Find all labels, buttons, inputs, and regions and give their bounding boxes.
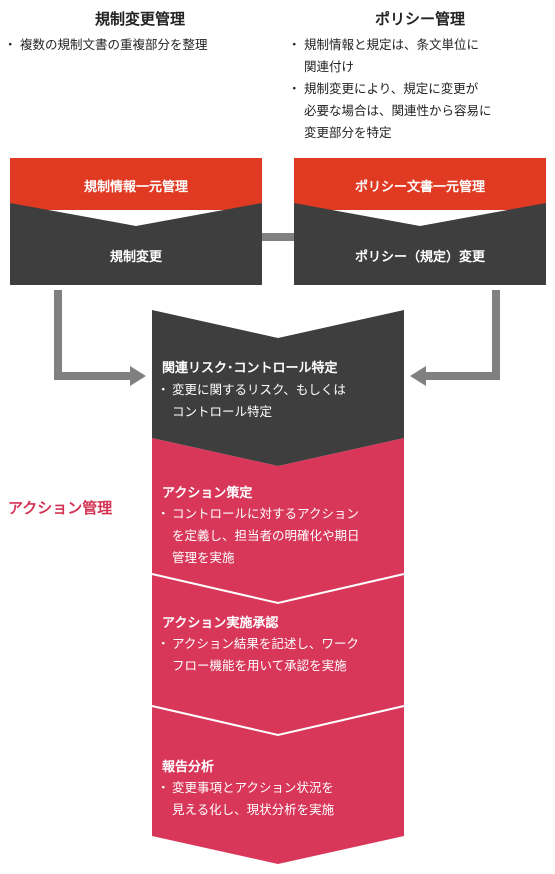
bullet-line: アクション結果を記述し、ワーク: [172, 636, 359, 651]
bullet-line: 規制情報と規定は、条文単位に: [304, 37, 480, 52]
right-bottom-box: [294, 203, 546, 285]
step-2-title: アクション策定: [162, 486, 253, 501]
bullet-line: 変更事項とアクション状況を: [172, 780, 334, 795]
left-top-box-label: 規制情報一元管理: [83, 180, 188, 195]
right-panel-bullet-2: 規制変更により、規定に変更が 必要な場合は、関連性から容易に 変更部分を特定: [288, 78, 552, 144]
left-panel-title: 規制変更管理: [94, 10, 185, 28]
right-bottom-box-label: ポリシー（規定）変更: [354, 250, 485, 265]
step-1-bullets: 変更に関するリスク、もしくは コントロール特定: [157, 379, 400, 423]
right-connector-arrowhead: [410, 366, 426, 386]
right-top-box: [294, 158, 546, 210]
left-panel-bullets: 複数の規制文書の重複部分を整理: [4, 34, 266, 56]
right-panel-title: ポリシー管理: [374, 10, 465, 28]
step-2-bullet: コントロールに対するアクション を定義し、担当者の明確化や期日 管理を実施: [157, 503, 400, 569]
step-3-title: アクション実施承認: [162, 616, 279, 631]
bullet-line: フロー機能を用いて承認を実施: [172, 658, 347, 673]
left-top-box: [10, 158, 262, 210]
action-management-label: アクション管理: [8, 499, 113, 517]
right-panel-bullets: 規制情報と規定は、条文単位に 関連付け 規制変更により、規定に変更が 必要な場合…: [288, 34, 552, 144]
step-4-title: 報告分析: [162, 760, 215, 775]
step-separator-3-4: [151, 705, 405, 737]
left-connector-arrowhead: [130, 366, 146, 386]
step-separator-2-3: [151, 573, 405, 605]
right-connector-line: [424, 290, 500, 380]
step-3-bullets: アクション結果を記述し、ワーク フロー機能を用いて承認を実施: [157, 633, 400, 677]
bullet-line: 見える化し、現状分析を実施: [172, 802, 335, 817]
bullet-line: 関連付け: [304, 59, 355, 74]
step-1-title: 関連リスク･コントロール特定: [162, 361, 338, 376]
bullet-line: 変更に関するリスク、もしくは: [172, 382, 346, 397]
left-bottom-box: [10, 203, 262, 285]
left-bottom-box-label: 規制変更: [109, 250, 162, 265]
bullet-line: を定義し、担当者の明確化や期日: [172, 528, 360, 543]
bullet-line: コントロールに対するアクション: [172, 506, 359, 521]
left-connector-line: [54, 290, 132, 380]
step-2-bullets: コントロールに対するアクション を定義し、担当者の明確化や期日 管理を実施: [157, 503, 400, 569]
bullet-line: 必要な場合は、関連性から容易に: [304, 103, 492, 118]
step-1-bullet: 変更に関するリスク、もしくは コントロール特定: [157, 379, 400, 423]
bullet-line: コントロール特定: [172, 404, 273, 419]
bullet-line: 管理を実施: [172, 550, 235, 565]
bullet-line: 規制変更により、規定に変更が: [304, 81, 479, 96]
right-top-box-label: ポリシー文書一元管理: [354, 180, 485, 195]
step-3-bullet: アクション結果を記述し、ワーク フロー機能を用いて承認を実施: [157, 633, 400, 677]
step-4-bullets: 変更事項とアクション状況を 見える化し、現状分析を実施: [157, 777, 400, 821]
step-4-bullet: 変更事項とアクション状況を 見える化し、現状分析を実施: [157, 777, 400, 821]
left-panel-bullet: 複数の規制文書の重複部分を整理: [4, 34, 266, 56]
bullet-line: 変更部分を特定: [304, 125, 392, 140]
right-panel-bullet-1: 規制情報と規定は、条文単位に 関連付け: [288, 34, 552, 78]
